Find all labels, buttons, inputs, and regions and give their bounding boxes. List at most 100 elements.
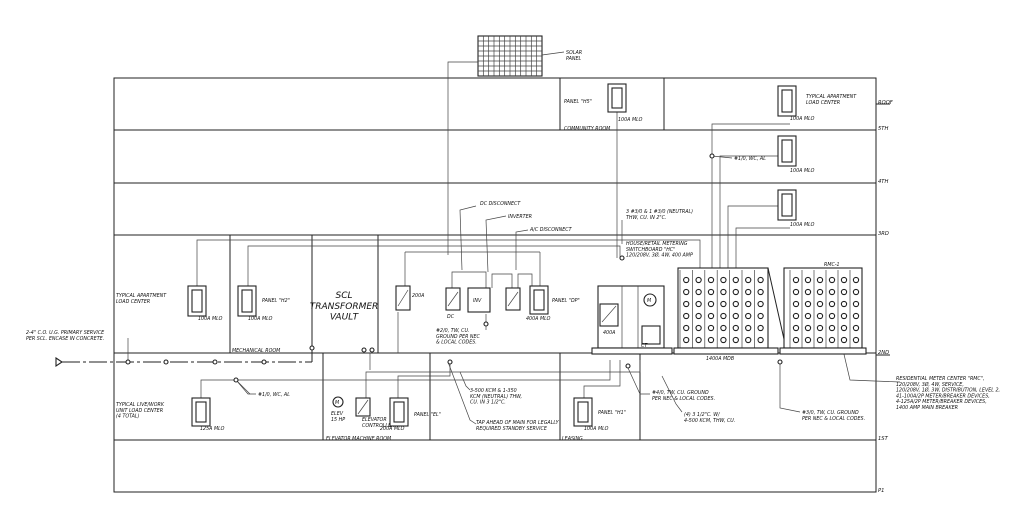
meter-socket-icon [720, 336, 727, 344]
note-conduit-4: (4) 3 1/2"C. W/4-500 KCM, THW, CU. [684, 412, 735, 424]
meter-socket-icon [732, 300, 739, 308]
meter-socket-icon [804, 300, 812, 308]
meter-socket-icon [792, 336, 800, 344]
meter-socket-icon [816, 288, 824, 296]
meter-socket-icon [840, 324, 848, 332]
meter-socket-icon [757, 312, 764, 320]
panel-h1-label: PANEL "H1" [598, 410, 626, 416]
meter-socket-icon [852, 288, 860, 296]
meter-socket-icon [816, 312, 824, 320]
meter-socket-icon [804, 312, 812, 320]
meter-socket-icon [732, 288, 739, 296]
meter-socket-icon [757, 336, 764, 344]
note-rmc-description: RESIDENTIAL METER CENTER "RMC",120/208V,… [896, 376, 1000, 411]
meter-socket-icon [816, 336, 824, 344]
panel-h5-label: PANEL "H5" [564, 99, 592, 105]
meter-socket-icon [792, 288, 800, 296]
metering-switchboard: 400A M CT [591, 285, 673, 355]
panel-el-rating: 200A MLO [380, 426, 405, 432]
elevator-machine-room-label: ELEVATOR MACHINE ROOM [326, 436, 392, 442]
note-wc-5th: #1/0, WC, AL [734, 156, 766, 162]
meter-socket-icon [757, 276, 764, 284]
panel-4th: 100A MLO [777, 135, 815, 174]
panel-h2: PANEL "H2" 100A MLO MECHANICAL ROOM [232, 285, 290, 354]
meter-socket-icon [757, 300, 764, 308]
meter-socket-icon [852, 312, 860, 320]
residential-meter-center: RMC-1 [767, 262, 867, 355]
meter-socket-icon [745, 336, 752, 344]
note-dc-disconnect: DC DISCONNECT [480, 201, 521, 207]
meter-socket-icon [745, 312, 752, 320]
meter-socket-icon [732, 324, 739, 332]
meter-socket-icon [683, 324, 690, 332]
meter-socket-icon [683, 288, 690, 296]
meter-socket-icon [804, 324, 812, 332]
meter-socket-icon [707, 276, 715, 284]
meter-socket-icon [745, 288, 752, 296]
meter-socket-icon [707, 288, 715, 296]
note-ac-disconnect: A/C DISCONNECT [529, 227, 573, 233]
meter-socket-icon [683, 300, 690, 308]
meter-socket-icon [695, 336, 702, 344]
meter-socket-icon [720, 288, 727, 296]
rmc-label: RMC-1 [824, 262, 840, 268]
meter-socket-icon [816, 300, 824, 308]
meter-socket-icon [816, 276, 824, 284]
meter-socket-icon [828, 300, 836, 308]
typical-apartment-5th-rating: 100A MLO [790, 116, 815, 122]
meter-socket-icon [707, 312, 715, 320]
level-label-5th: 5TH [878, 126, 888, 132]
meter-socket-icon [695, 324, 702, 332]
panel-dp: PANEL "DP" 400A MLO [526, 285, 580, 322]
panel-3rd: 100A MLO [777, 189, 815, 228]
elevator-motor-label: M [335, 400, 340, 406]
meter-socket-icon [720, 312, 727, 320]
meter-socket-icon [707, 300, 715, 308]
meter-socket-icon [852, 324, 860, 332]
meter-socket-icon [852, 300, 860, 308]
meter-socket-icon [745, 300, 752, 308]
meter-socket-icon [695, 312, 702, 320]
main-distribution-board: 1400A MDB [673, 267, 779, 362]
level-label-4th: 4TH [878, 179, 888, 185]
meter-icon-label: M [647, 298, 652, 304]
mdb-cells [679, 270, 764, 350]
service-source-icon [55, 356, 63, 368]
meter-socket-icon [720, 324, 727, 332]
junction-dots [125, 153, 783, 383]
panel-dp-rating: 400A MLO [526, 316, 551, 322]
disconnect-200a-label: 200A [412, 293, 424, 299]
note-ground-pv: #2/0, TW, CU.GROUND PER NEC& LOCAL CODES… [436, 328, 481, 346]
meter-socket-icon [828, 324, 836, 332]
inverter: INV [467, 287, 491, 313]
panel-el: PANEL "EL" 200A MLO ELEVATOR MACHINE ROO… [326, 397, 441, 442]
elevator-motor-icon [332, 396, 344, 408]
note-inverter: INVERTER [508, 214, 532, 220]
notes: DC DISCONNECT INVERTER A/C DISCONNECT 3 … [26, 156, 1000, 432]
feeder-lines [62, 112, 901, 425]
meter-socket-icon [683, 312, 690, 320]
meter-socket-icon [828, 312, 836, 320]
meter-socket-icon [695, 300, 702, 308]
panel-h5-rating: 100A MLO [618, 117, 643, 123]
meter-socket-icon [745, 324, 752, 332]
meter-socket-icon [804, 288, 812, 296]
ac-disconnect [505, 287, 521, 311]
meter-socket-icon [792, 276, 800, 284]
meter-socket-icon [683, 276, 690, 284]
meter-socket-icon [732, 312, 739, 320]
